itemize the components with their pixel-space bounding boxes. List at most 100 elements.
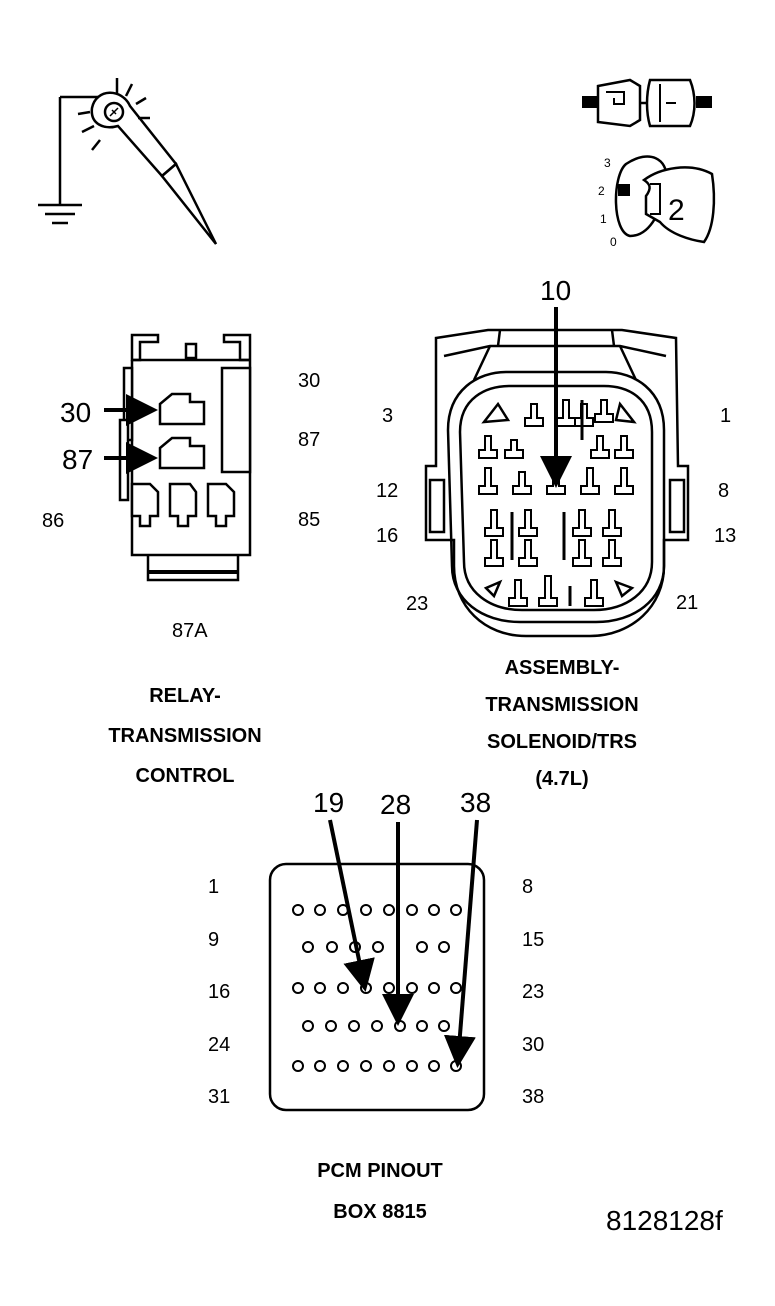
solenoid-title-line-1: ASSEMBLY- [505,657,620,679]
trs-terminal [518,539,538,567]
pcm-pin-hole [360,904,372,916]
pcm-pin-hole [406,904,418,916]
pcm-pin-hole [428,982,440,994]
relay-pin-30: 30 [298,370,320,392]
trs-terminal [512,471,532,495]
pcm-pin-hole [292,904,304,916]
trs-terminal [572,539,592,567]
pcm-callout-28: 28 [380,789,411,820]
pcm-pin-hole [337,982,349,994]
relay-title-line-3: CONTROL [136,765,235,787]
trs-pin-12: 12 [376,480,398,502]
relay-connector [104,333,252,582]
pcm-pin-hole [406,982,418,994]
pcm-pin-hole [394,1020,406,1032]
test-probe-ground-icon [38,78,218,245]
pcm-pin-hole [314,904,326,916]
relay-title-line-1: RELAY- [149,685,221,707]
trs-terminal [574,403,594,427]
trs-terminal [524,403,544,427]
pcm-pin-hole [383,982,395,994]
pcm-pin-hole [337,1060,349,1072]
pcm-pin-hole [383,904,395,916]
relay-title-line-2: TRANSMISSION [108,725,261,747]
pcm-title-line-1: PCM PINOUT [317,1160,443,1182]
relay-pin-87: 87 [298,429,320,451]
pcm-right-label-23: 23 [522,981,544,1003]
trs-terminal [614,467,634,495]
ignition-key-icon: 3 2 1 0 2 [598,155,716,249]
trs-pin-21: 21 [676,592,698,614]
pcm-pin-hole [302,941,314,953]
trs-terminal [478,435,498,459]
figure-id: 8128128f [606,1205,723,1236]
pcm-pin-hole [416,941,428,953]
pcm-pin-hole [371,1020,383,1032]
pcm-pin-hole [416,1020,428,1032]
pcm-connector [268,819,486,1112]
pcm-pin-hole [302,1020,314,1032]
trs-pin-8: 8 [718,480,729,502]
pcm-left-label-16: 16 [208,981,230,1003]
solenoid-title-line-4: (4.7L) [535,768,588,790]
pcm-pin-hole [325,1020,337,1032]
trs-terminal [478,467,498,495]
key-position-1: 1 [600,212,607,226]
trs-terminal [602,509,622,537]
pcm-pin-hole [450,904,462,916]
pcm-pin-hole [438,1020,450,1032]
solenoid-title-line-3: SOLENOID/TRS [487,731,637,753]
relay-pin-86: 86 [42,510,64,532]
pcm-left-label-9: 9 [208,929,219,951]
trs-pin-16: 16 [376,525,398,547]
trs-terminal [584,579,604,607]
pcm-pin-hole [438,941,450,953]
key-position-0: 0 [610,235,617,249]
trs-terminal [580,467,600,495]
pcm-right-label-30: 30 [522,1034,544,1056]
trs-terminal [508,579,528,607]
trs-terminal [484,539,504,567]
relay-pin-85: 85 [298,509,320,531]
solenoid-title-line-2: TRANSMISSION [485,694,638,716]
trs-pin-1: 1 [720,405,731,427]
pcm-left-label-31: 31 [208,1086,230,1108]
solenoid-callout-10: 10 [540,275,571,306]
trs-terminal [602,539,622,567]
trs-pin-23: 23 [406,593,428,615]
pcm-pin-hole [360,982,372,994]
pcm-pin-hole [360,1060,372,1072]
key-label: 2 [668,194,685,227]
connector-plug-icon [582,78,712,128]
trs-terminal [484,509,504,537]
pcm-pin-hole [292,982,304,994]
pcm-right-label-15: 15 [522,929,544,951]
trs-pin-3: 3 [382,405,393,427]
pcm-pin-hole [450,1060,462,1072]
pcm-pin-hole [292,1060,304,1072]
pcm-right-label-8: 8 [522,876,533,898]
pcm-pin-hole [372,941,384,953]
trs-terminal [504,439,524,459]
trs-terminal [538,575,558,607]
pcm-right-label-38: 38 [522,1086,544,1108]
pcm-pin-hole [314,1060,326,1072]
pcm-pin-hole [406,1060,418,1072]
relay-callout-87: 87 [62,444,93,475]
relay-pin-87a: 87A [172,620,208,642]
pcm-pin-hole [450,982,462,994]
pcm-title-line-2: BOX 8815 [333,1201,426,1223]
trs-terminal [594,399,614,423]
pcm-left-label-1: 1 [208,876,219,898]
pcm-left-label-24: 24 [208,1034,230,1056]
pcm-pin-hole [428,1060,440,1072]
key-position-2: 2 [598,184,605,198]
trs-pin-13: 13 [714,525,736,547]
pcm-pin-hole [326,941,338,953]
trs-terminal [518,509,538,537]
key-position-3: 3 [604,156,611,170]
pcm-callout-38: 38 [460,787,491,818]
solenoid-connector [424,307,690,638]
pcm-pin-hole [348,1020,360,1032]
